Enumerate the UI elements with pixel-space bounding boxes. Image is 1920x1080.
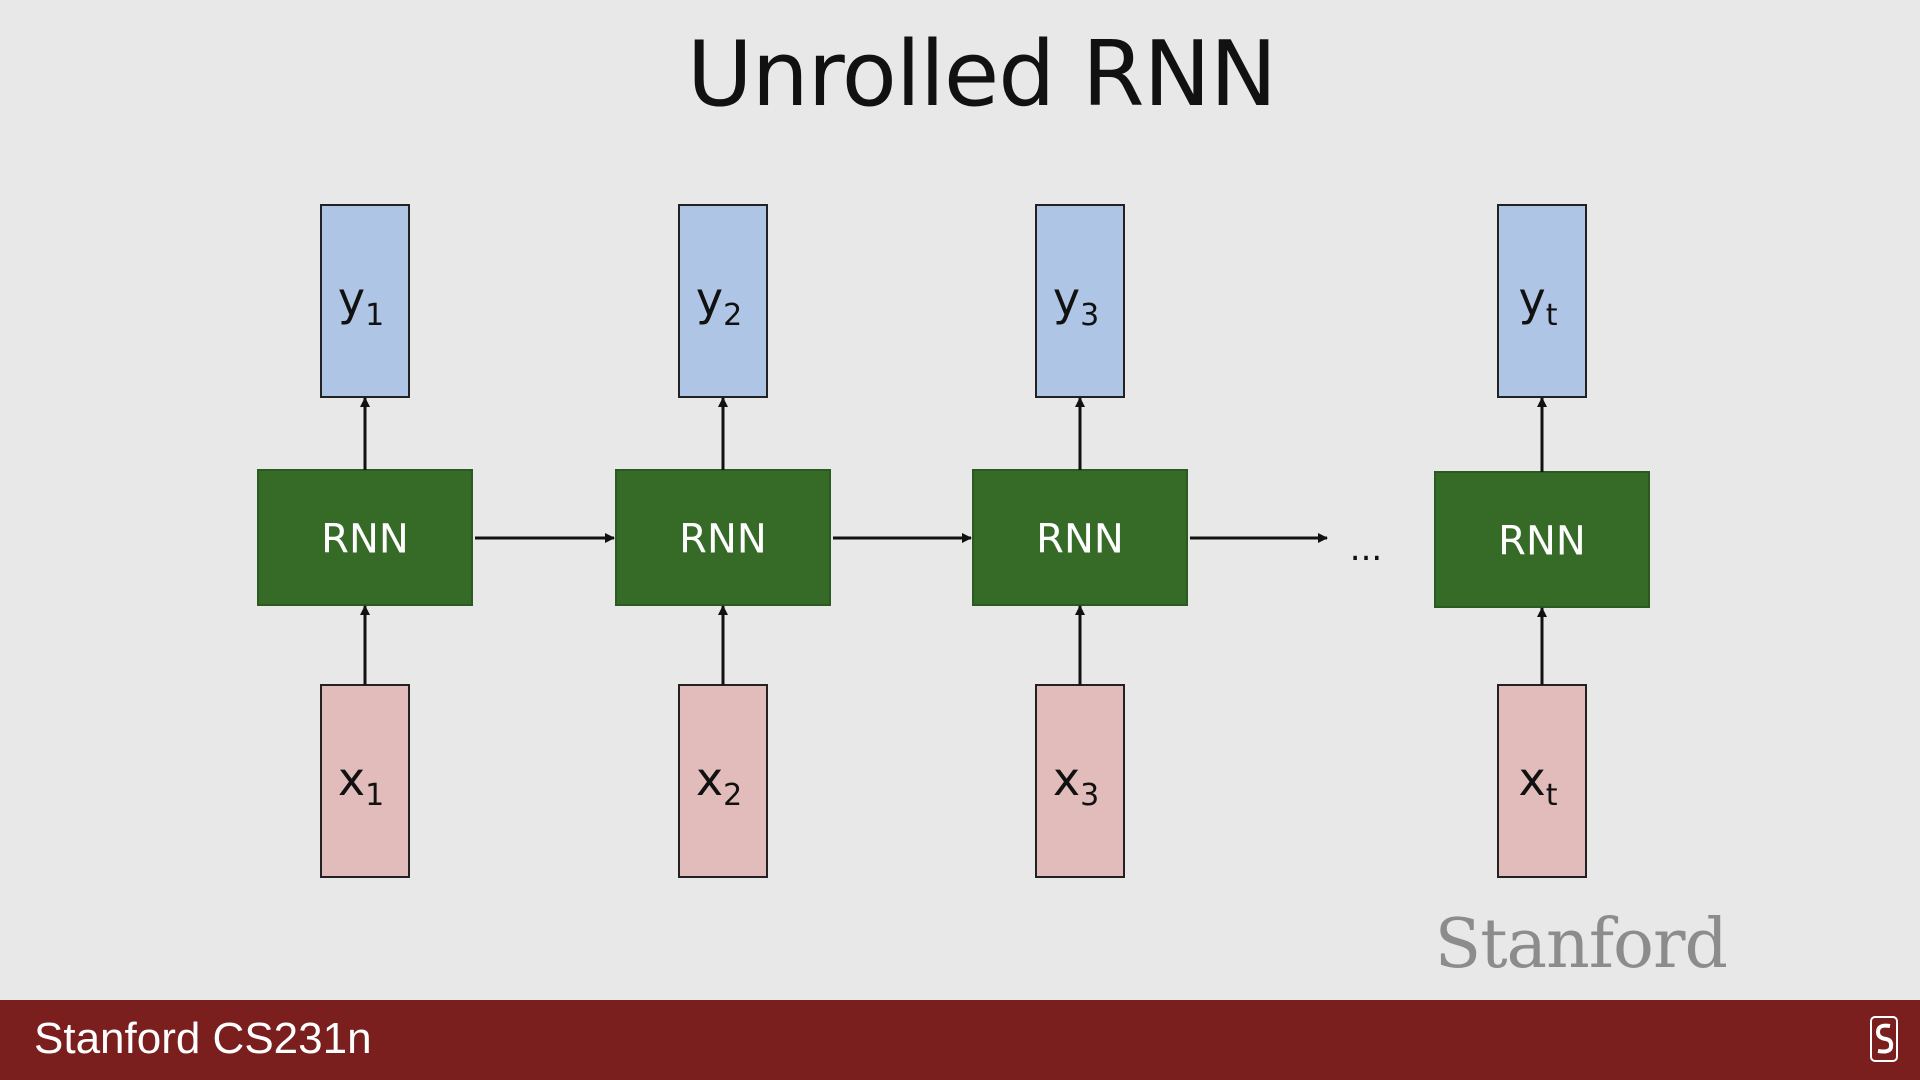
rnn-cell-4 (1434, 471, 1650, 608)
output-label-4-subscript: t (1546, 298, 1558, 333)
output-label-1-var: y (338, 272, 365, 326)
rnn-cell-1 (257, 469, 473, 606)
rnn-cell-label-1: RNN (321, 517, 409, 563)
output-label-1-subscript: 1 (365, 298, 384, 333)
rnn-cell-label-4: RNN (1498, 519, 1586, 565)
footer-course-name: Stanford CS231n (34, 1014, 372, 1063)
output-label-2: y2 (696, 272, 742, 333)
output-label-3-subscript: 3 (1080, 298, 1099, 333)
output-label-3: y3 (1053, 272, 1099, 333)
input-box-3 (1035, 684, 1125, 878)
output-label-2-subscript: 2 (723, 298, 742, 333)
input-label-2-subscript: 2 (723, 778, 742, 813)
input-label-3-var: x (1053, 752, 1080, 806)
output-box-3 (1035, 204, 1125, 398)
rnn-cell-3 (972, 469, 1188, 606)
input-label-1-var: x (338, 752, 365, 806)
rnn-cell-label-3: RNN (1036, 517, 1124, 563)
input-label-2-var: x (696, 752, 723, 806)
input-label-4: xt (1519, 752, 1558, 813)
rnn-cell-2 (615, 469, 831, 606)
input-label-2: x2 (696, 752, 742, 813)
output-box-4 (1497, 204, 1587, 398)
output-label-4-var: y (1519, 272, 1546, 326)
output-label-4: yt (1519, 272, 1558, 333)
slide-title: Unrolled RNN (686, 22, 1277, 127)
output-label-3-var: y (1053, 272, 1080, 326)
input-label-4-subscript: t (1546, 778, 1558, 813)
output-label-1: y1 (338, 272, 384, 333)
output-label-2-var: y (696, 272, 723, 326)
stanford-s-logo-icon (1870, 1016, 1898, 1062)
input-label-1-subscript: 1 (365, 778, 384, 813)
input-label-3-subscript: 3 (1080, 778, 1099, 813)
input-label-4-var: x (1519, 752, 1546, 806)
ellipsis: ... (1350, 529, 1382, 569)
rnn-cell-label-2: RNN (679, 517, 767, 563)
footer-bar: Stanford CS231n (0, 1000, 1920, 1080)
unrolled-rnn-diagram: y1RNNx1y2RNNx2y3RNNx3ytRNNxt ... (257, 204, 1650, 878)
input-box-4 (1497, 684, 1587, 878)
stanford-watermark: Stanford (1434, 905, 1728, 984)
output-box-1 (320, 204, 410, 398)
output-box-2 (678, 204, 768, 398)
input-box-2 (678, 684, 768, 878)
input-label-1: x1 (338, 752, 384, 813)
input-label-3: x3 (1053, 752, 1099, 813)
